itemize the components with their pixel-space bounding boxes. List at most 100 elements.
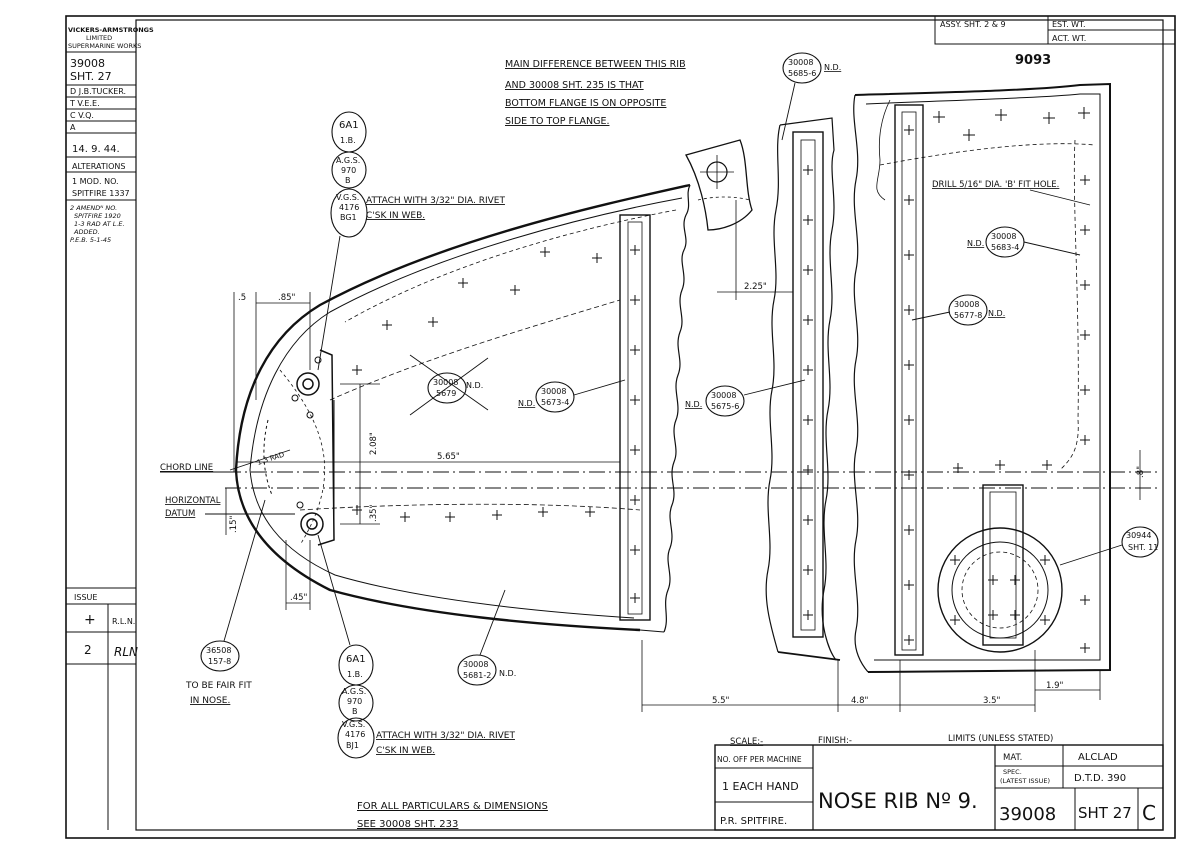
spec-label-2: (LATEST ISSUE) xyxy=(1000,777,1050,785)
horizontal-datum-label-1: HORIZONTAL xyxy=(165,496,221,506)
rivet-bottom-2: 1.B. xyxy=(347,670,363,679)
rivet-bottom-8: BJ1 xyxy=(346,741,359,750)
issue-row-2-initials-signature: RLN xyxy=(114,645,138,659)
fair-fit-line2: IN NOSE. xyxy=(190,696,230,706)
alteration-2-line4: ADDED. xyxy=(73,228,100,236)
dim-8: .8" xyxy=(1136,466,1146,478)
ref-9-bottom: SHT. 11 xyxy=(1128,543,1158,552)
attach-bottom-line2: C'SK IN WEB. xyxy=(376,746,435,756)
ref-5-nd: N.D. xyxy=(518,399,535,408)
ref-2-bottom: 5683-4 xyxy=(991,243,1019,252)
dim-85: .85" xyxy=(278,293,296,303)
issue-row-1-initials: R.L.N. xyxy=(112,617,135,626)
ref-8-bottom: 157-8 xyxy=(208,657,231,666)
rivet-top-4: 970 xyxy=(341,166,356,175)
rivet-top-1: 6A1 xyxy=(339,120,359,131)
alteration-1-line2: SPITFIRE 1337 xyxy=(72,189,130,198)
ref-4-top: 30008 xyxy=(433,378,458,387)
issue-header: ISSUE xyxy=(74,593,97,602)
alteration-2-line2: SPITFIRE 1920 xyxy=(74,212,121,220)
aircraft-type: P.R. SPITFIRE. xyxy=(720,816,787,827)
dim-45: .45" xyxy=(290,593,308,603)
scale-label: SCALE:- xyxy=(730,737,763,747)
dim-35: .35" xyxy=(369,504,379,522)
rivet-bottom-4: 970 xyxy=(347,697,362,706)
ref-2-top: 30008 xyxy=(991,232,1016,241)
ref-7-top: 30008 xyxy=(463,660,488,669)
attach-bottom-line1: ATTACH WITH 3/32" DIA. RIVET xyxy=(376,731,515,741)
ref-3-top: 30008 xyxy=(954,300,979,309)
main-difference-note: MAIN DIFFERENCE BETWEEN THIS RIB AND 300… xyxy=(505,59,686,127)
ref-5-top: 30008 xyxy=(541,387,566,396)
drawn-by: D J.B.TUCKER. xyxy=(70,87,126,96)
rivet-spec-top xyxy=(317,111,368,371)
approved-by: A xyxy=(70,123,76,132)
no-off-value: 1 EACH HAND xyxy=(722,780,799,793)
drawing-number: 39008 xyxy=(70,57,105,70)
ref-4-nd: N.D. xyxy=(466,381,483,390)
ref-2-nd: N.D. xyxy=(967,239,984,248)
issue-row-1-issue: + xyxy=(84,612,96,628)
drill-note: DRILL 5/16" DIA. 'B' FIT HOLE. xyxy=(932,180,1059,190)
ref-6-bottom: 5675-6 xyxy=(711,402,739,411)
weight-block: ASSY. SHT. 2 & 9 EST. WT. ACT. WT. 9093 xyxy=(934,15,1176,68)
firm-name-line3: SUPERMARINE WORKS xyxy=(68,42,141,50)
bottom-issue-letter: C xyxy=(1142,801,1156,825)
dim-5: .5 xyxy=(238,293,246,303)
dim-225: 2.25" xyxy=(744,282,767,292)
limits-label: LIMITS (UNLESS STATED) xyxy=(948,734,1053,744)
spec-value: D.T.D. 390 xyxy=(1074,773,1126,784)
alterations-header: ALTERATIONS xyxy=(72,162,125,171)
fair-fit-line1: TO BE FAIR FIT xyxy=(185,681,252,691)
ref-7-nd: N.D. xyxy=(499,669,516,678)
attach-top-line1: ATTACH WITH 3/32" DIA. RIVET xyxy=(366,196,505,206)
part-ref-callouts xyxy=(200,52,1159,686)
rivet-bottom-6: V.G.S. xyxy=(342,720,365,729)
main-difference-line3: BOTTOM FLANGE IS ON OPPOSITE xyxy=(505,98,666,109)
sheet-border xyxy=(65,15,1176,839)
left-title-block: VICKERS-ARMSTRONGS LIMITED SUPERMARINE W… xyxy=(66,26,154,830)
rivet-top-8: BG1 xyxy=(340,213,357,222)
dim-35b: 3.5" xyxy=(983,696,1001,706)
particulars-line1: FOR ALL PARTICULARS & DIMENSIONS xyxy=(357,801,548,812)
rivet-top-5: B xyxy=(345,176,351,185)
rivet-top-6: V.G.S. xyxy=(336,193,359,202)
alteration-2-line5: P.E.B. 5-1-45 xyxy=(70,236,111,244)
rivet-bottom-3: A.G.S. xyxy=(342,687,366,696)
ref-1-nd: N.D. xyxy=(824,63,841,72)
main-difference-line4: SIDE TO TOP FLANGE. xyxy=(505,116,609,127)
ref-3-nd: N.D. xyxy=(988,309,1005,318)
alteration-2-line3: 1-3 RAD AT L.E. xyxy=(74,220,125,228)
ref-7-bottom: 5681-2 xyxy=(463,671,491,680)
rivet-spec-bottom xyxy=(317,534,375,759)
reference-lines xyxy=(160,471,1160,515)
ref-3-bottom: 5677-8 xyxy=(954,311,982,320)
ref-1-top: 30008 xyxy=(788,58,813,67)
rivet-top-7: 4176 xyxy=(339,203,359,212)
alteration-1-line1: 1 MOD. NO. xyxy=(72,177,119,186)
material-label: MAT. xyxy=(1003,753,1022,763)
part-title: NOSE RIB Nº 9. xyxy=(818,789,978,813)
checked-by: C V.Q. xyxy=(70,111,94,120)
bottom-drawing-number: 39008 xyxy=(999,804,1056,825)
bottom-sheet-number: SHT 27 xyxy=(1078,804,1132,822)
assy-sheet: ASSY. SHT. 2 & 9 xyxy=(940,20,1006,29)
dim-55: 5.5" xyxy=(712,696,730,706)
drawing-date: 14. 9. 44. xyxy=(72,144,120,155)
chord-line-label: CHORD LINE xyxy=(160,463,213,473)
est-weight-label: EST. WT. xyxy=(1052,20,1086,29)
dim-48: 4.8" xyxy=(851,696,869,706)
ref-6-top: 30008 xyxy=(711,391,736,400)
ref-4-bottom: 5679 xyxy=(436,389,456,398)
main-difference-line1: MAIN DIFFERENCE BETWEEN THIS RIB xyxy=(505,59,686,70)
middle-stiffener xyxy=(685,117,841,661)
bottom-title-block xyxy=(714,744,1164,831)
rivet-top-2: 1.B. xyxy=(340,136,356,145)
dim-565: 5.65" xyxy=(437,452,460,462)
rivet-marks xyxy=(352,245,640,603)
ref-1-bottom: 5685-6 xyxy=(788,69,816,78)
ref-6-nd: N.D. xyxy=(685,400,702,409)
issue-row-2-issue: 2 xyxy=(84,643,92,657)
traced-by: T V.E.E. xyxy=(69,99,100,108)
